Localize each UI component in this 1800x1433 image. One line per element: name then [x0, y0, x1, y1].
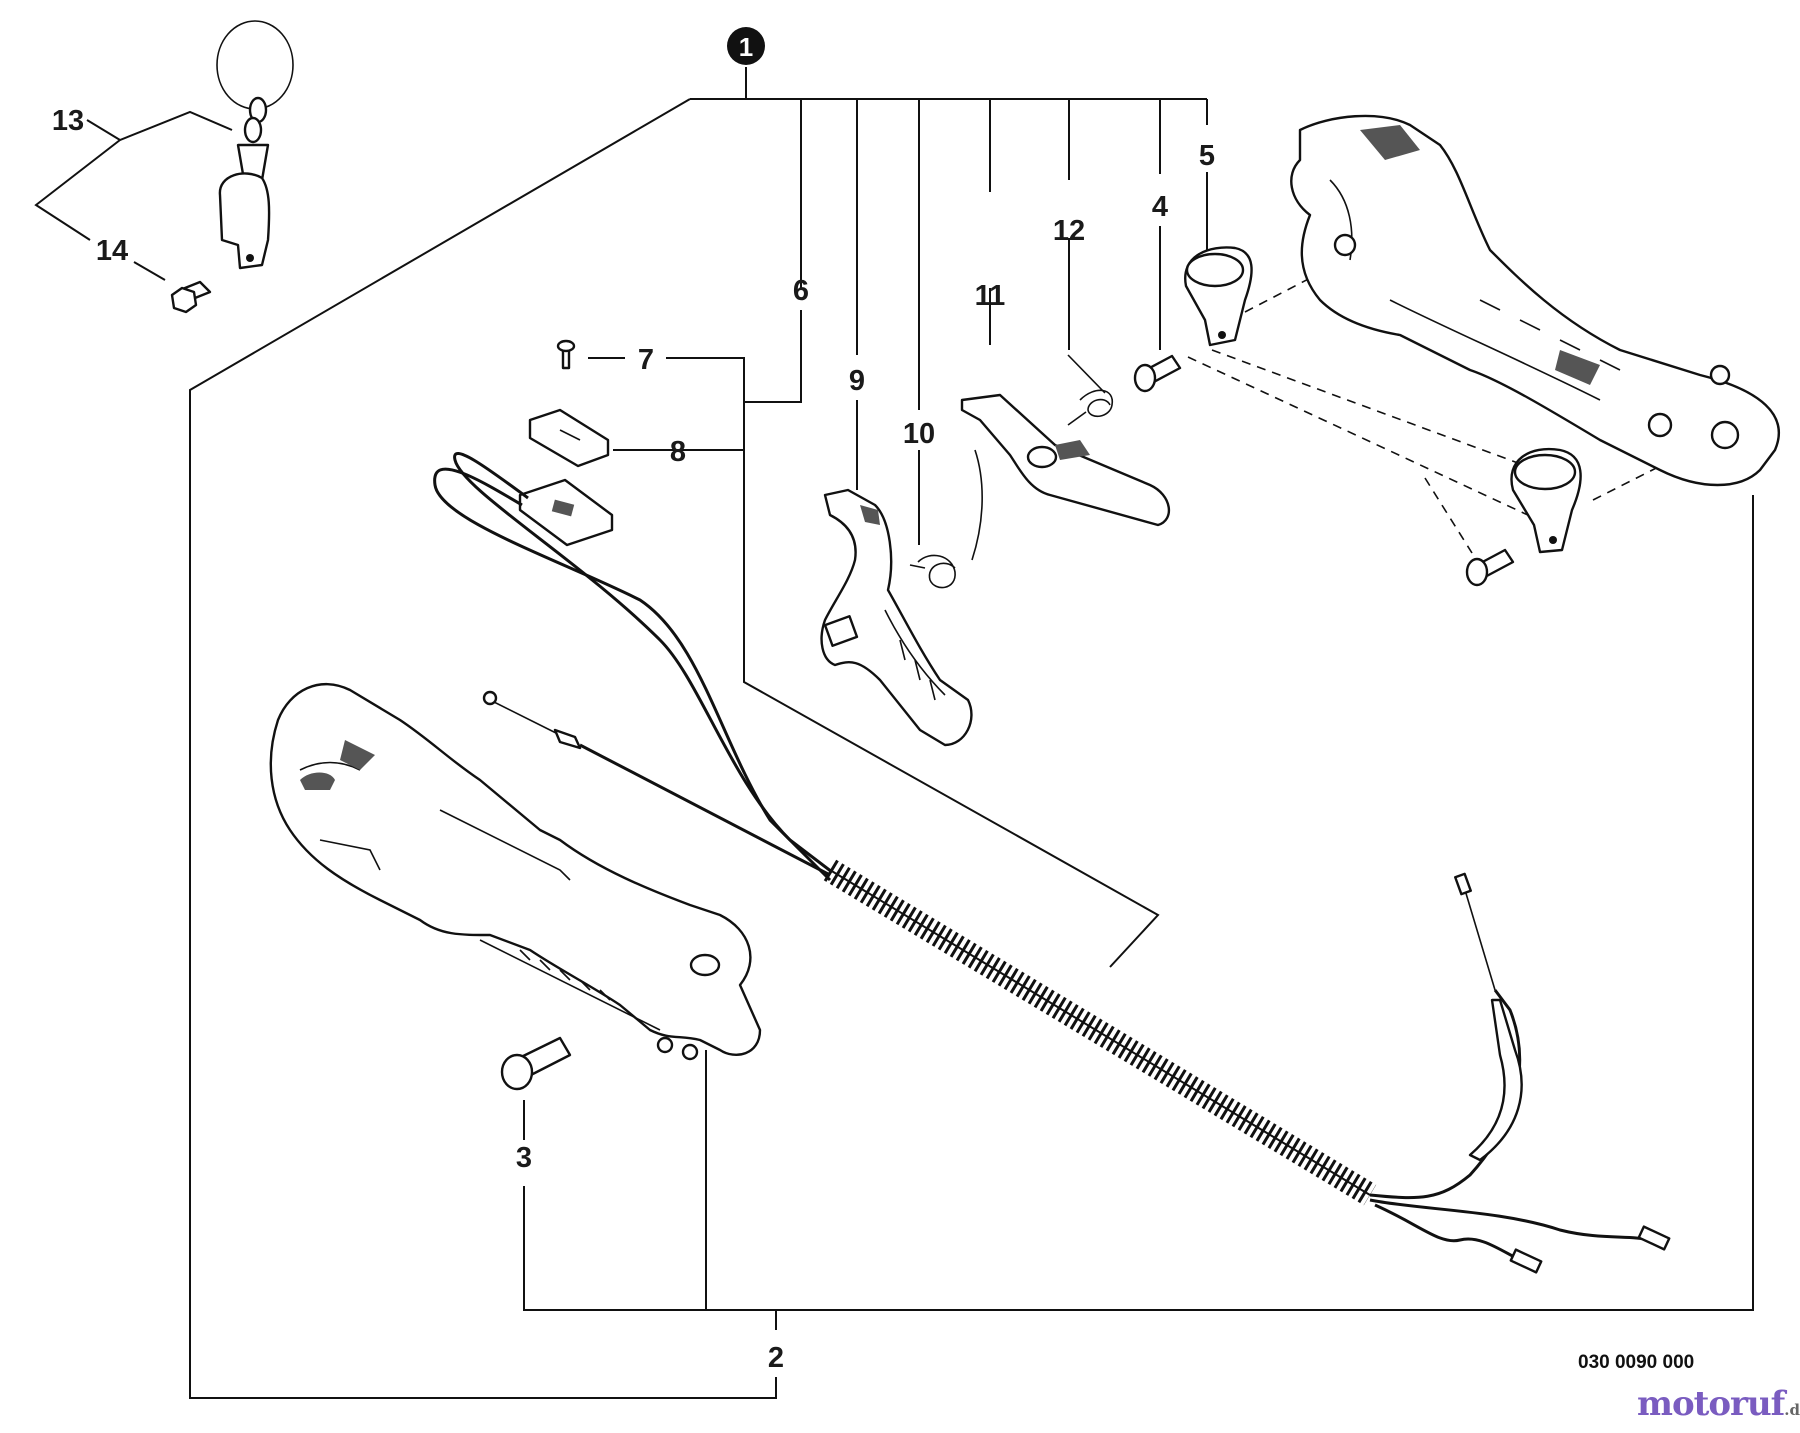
callout-6: 6 — [793, 275, 809, 307]
callout-labels: 1 2 3 4 5 6 7 8 9 10 11 12 13 14 — [52, 27, 1215, 1374]
throttle-trigger — [820, 488, 973, 747]
callout-1-badge — [727, 27, 765, 65]
callout-7: 7 — [638, 344, 654, 376]
screw-upper — [1133, 354, 1182, 393]
callout-8: 8 — [670, 436, 686, 468]
callout-2: 2 — [768, 1342, 784, 1374]
stop-switch — [433, 452, 833, 882]
callout-3: 3 — [516, 1142, 532, 1174]
watermark-suffix: .de — [1784, 1401, 1800, 1419]
callout-11: 11 — [975, 280, 1006, 312]
watermark: motoruf.de — [1637, 1384, 1800, 1424]
trigger-spring — [909, 449, 983, 589]
screw-lower-handle — [500, 1036, 572, 1091]
watermark-text: motoruf — [1637, 1384, 1785, 1424]
callout-4: 4 — [1152, 191, 1168, 223]
callout-13: 13 — [52, 105, 84, 137]
lanyard-ring — [216, 20, 294, 270]
switch-plate — [528, 408, 610, 468]
screw-lower — [1465, 548, 1515, 587]
lever-spring — [1067, 354, 1113, 426]
lanyard-bolt — [170, 280, 212, 314]
callout-12: 12 — [1053, 215, 1085, 247]
clamp-upper — [1184, 246, 1253, 347]
lockout-lever — [960, 393, 1171, 527]
leader-lines — [34, 67, 1754, 1399]
drawing-code: 030 0090 000 — [1578, 1352, 1695, 1373]
clamp-lower — [1510, 447, 1582, 554]
callout-9: 9 — [849, 365, 865, 397]
upper-handle-housing — [1290, 114, 1781, 487]
callout-14: 14 — [96, 235, 128, 267]
screw-small — [556, 339, 576, 370]
lower-handle — [269, 682, 762, 1061]
throttle-cable — [482, 690, 1671, 1274]
callout-5: 5 — [1199, 140, 1215, 172]
callout-1: 1 — [739, 32, 753, 62]
callout-10: 10 — [903, 418, 935, 450]
